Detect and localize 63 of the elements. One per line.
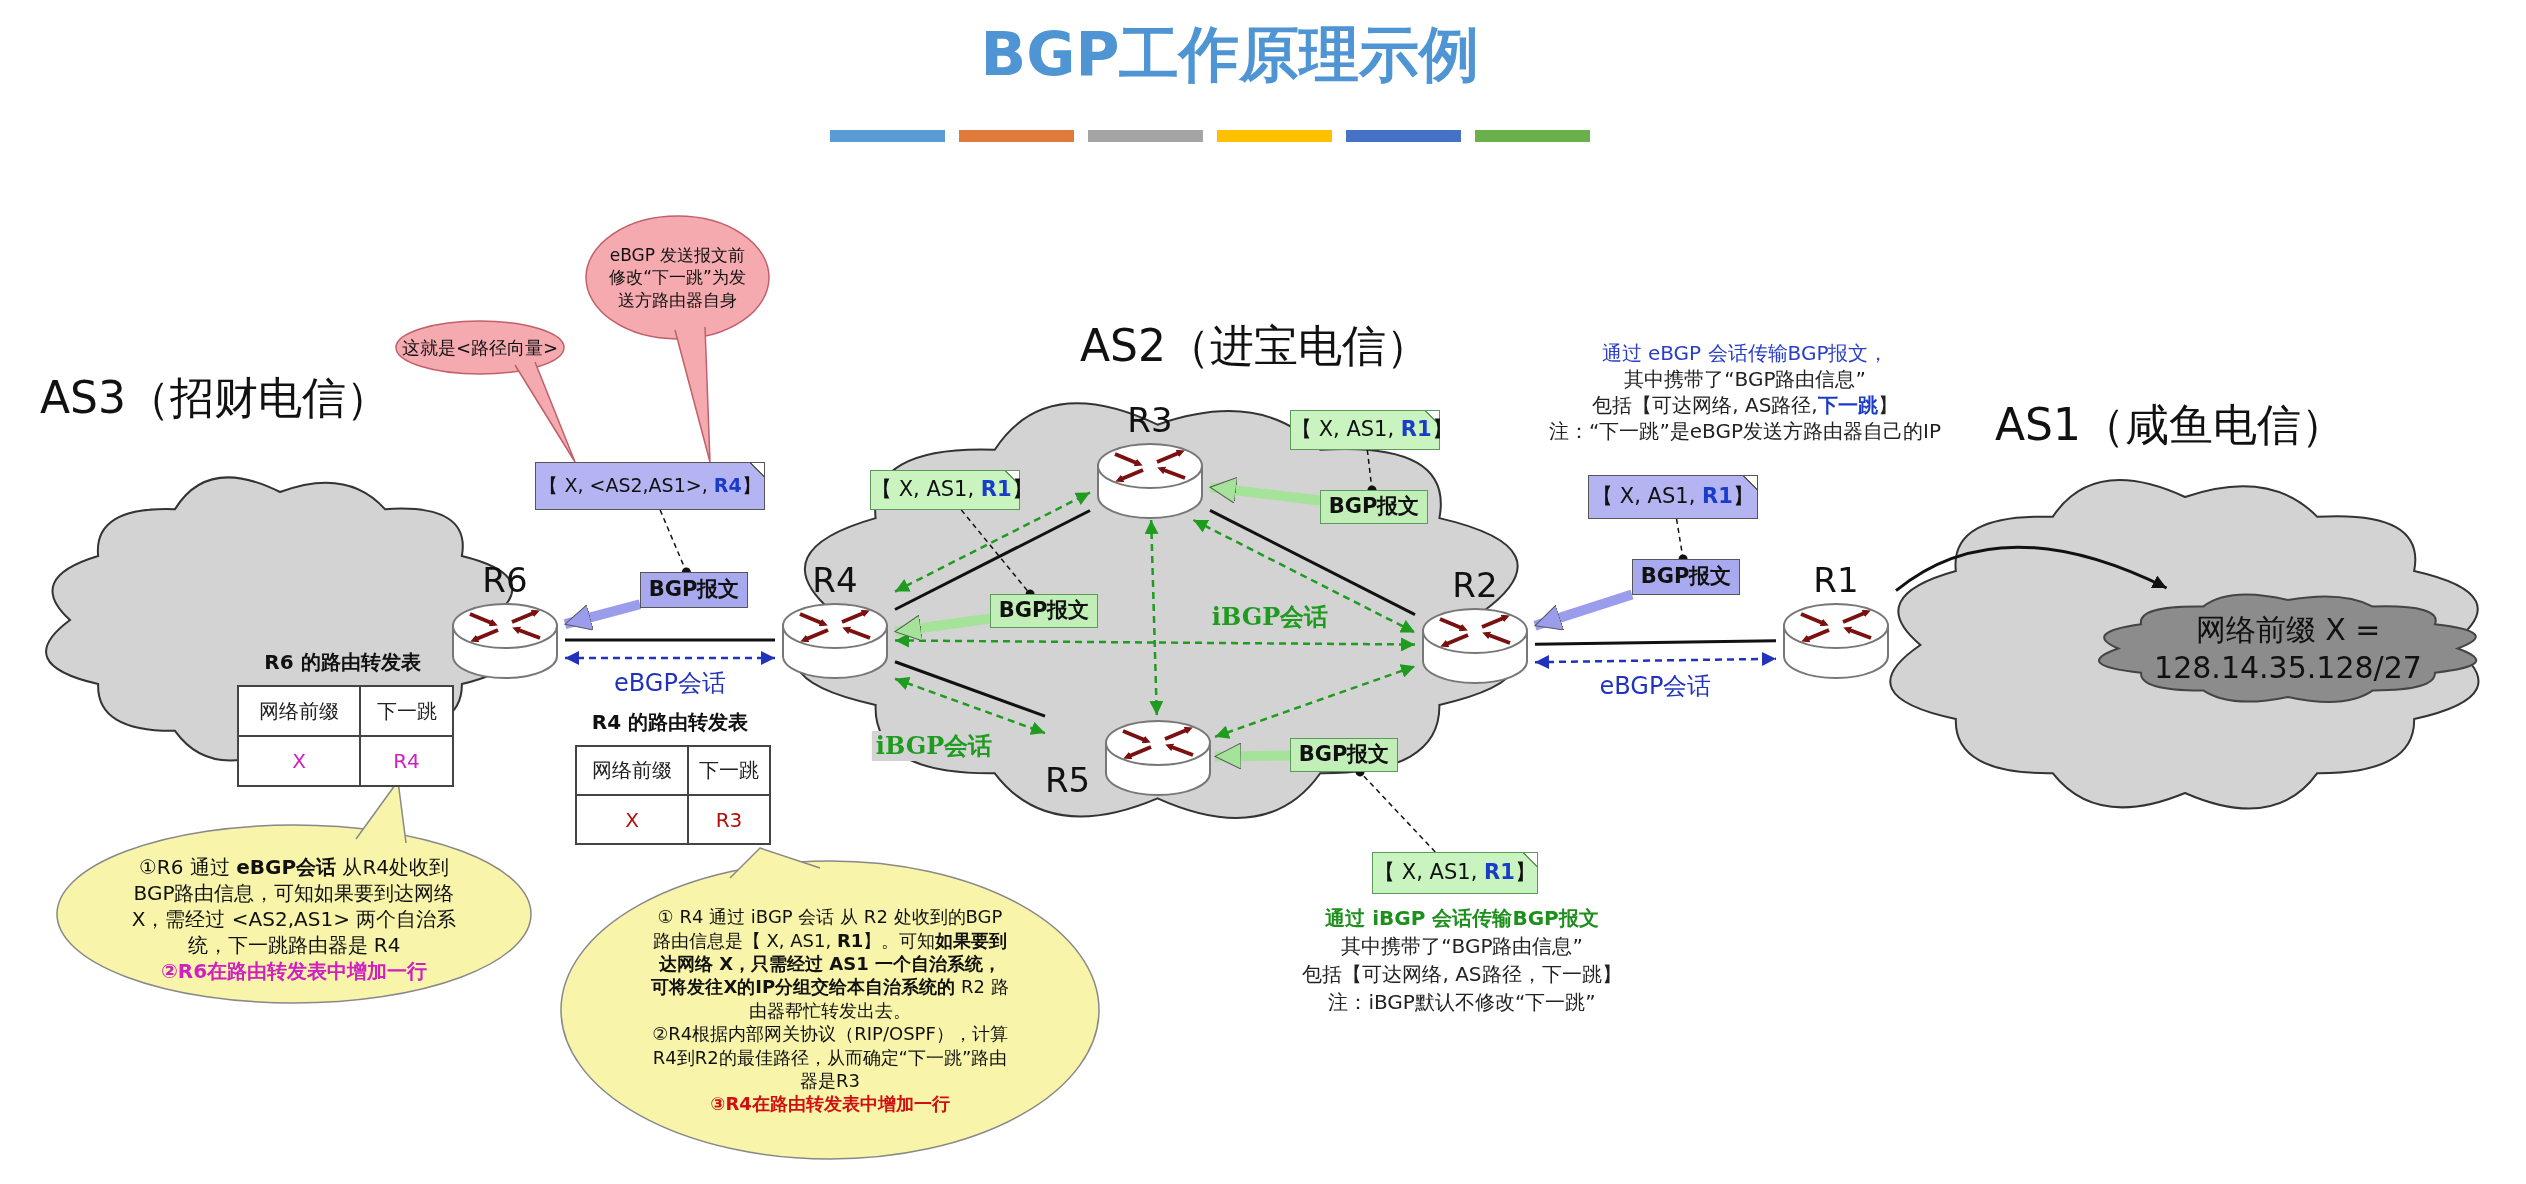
annotation-text: 注：iBGP默认不修改“下一跳” — [1328, 989, 1596, 1015]
route-entry-note: 【 X, AS1, R1】 — [1372, 852, 1538, 894]
callout-text: ②R6在路由转发表中增加一行 — [160, 958, 428, 984]
link-line — [894, 660, 1046, 718]
annotation-text: 注：“下一跳”是eBGP发送方路由器自己的IP — [1549, 418, 1941, 444]
router-label: R4 — [812, 560, 858, 600]
block-arrow — [1214, 742, 1291, 770]
callout-text: eBGP 发送报文前修改“下一跳”为发送方路由器自身 — [608, 244, 747, 311]
annotation-text: 通过 iBGP 会话传输BGP报文 — [1325, 905, 1599, 931]
table-cell: X — [576, 795, 688, 844]
callout-text: ③R4在路由转发表中增加一行 — [710, 1092, 950, 1116]
annotation-text: 包括【可达网络, AS路径,下一跳】 — [1592, 392, 1898, 418]
double-arrow — [895, 633, 1415, 652]
callout-text: 这就是<路径向量> — [401, 335, 559, 360]
message-box: BGP报文 — [1320, 490, 1428, 524]
route-entry-note: 【 X, AS1, R1】 — [1290, 410, 1440, 450]
double-arrow — [1535, 652, 1776, 669]
message-box: BGP报文 — [1632, 559, 1740, 595]
callout-text: ① R4 通过 iBGP 会话 从 R2 处收到的BGP路由信息是【 X, AS1, R1】。可知如果要到达网络 X，只需经过 AS1 一个自治系统，可将发往X的IP分组交给本自治系统的 R2 路由器帮忙转发出去。 — [650, 905, 1010, 1023]
table-cell: R4 — [360, 736, 453, 786]
cloud-label: 网络前缀 X = 128.14.35.128/27 — [2153, 610, 2423, 687]
table-header: 下一跳 — [360, 686, 453, 736]
router-label: R1 — [1813, 560, 1859, 600]
table-header: 网络前缀 — [238, 686, 360, 736]
cloud-title: AS1（咸鱼电信） — [1995, 400, 2346, 450]
route-entry-note: 【 X, <AS2,AS1>, R4】 — [535, 462, 765, 510]
block-arrow — [1533, 589, 1634, 631]
double-arrow — [1144, 519, 1164, 716]
message-box: BGP报文 — [640, 572, 748, 608]
table-header: 网络前缀 — [576, 746, 688, 795]
table-title: R4 的路由转发表 — [591, 709, 749, 736]
double-arrow — [894, 491, 1091, 593]
annotation-text: 通过 eBGP 会话传输BGP报文， — [1601, 340, 1889, 366]
block-arrow — [894, 613, 991, 642]
double-arrow — [565, 651, 775, 665]
double-arrow — [1214, 664, 1416, 739]
double-arrow — [1192, 518, 1416, 634]
annotation-text: 包括【可达网络, AS路径，下一跳】 — [1302, 961, 1622, 987]
route-entry-note: 【 X, AS1, R1】 — [870, 470, 1020, 510]
route-entry-note: 【 X, AS1, R1】 — [1588, 475, 1758, 519]
link-line — [1209, 509, 1416, 616]
arrow — [1895, 545, 2168, 592]
table-cell: R3 — [688, 795, 770, 844]
annotation-text: 其中携带了“BGP路由信息” — [1624, 366, 1866, 392]
cloud-title: AS3（招财电信） — [40, 371, 391, 425]
link-line — [894, 509, 1091, 611]
table-cell: X — [238, 736, 360, 786]
diagram-title: BGP工作原理示例 — [980, 18, 1480, 91]
callout-text: ①R6 通过 eBGP会话 从R4处收到BGP路由信息，可知如果要到达网络 X，需经过 <AS2,AS1> 两个自治系统，下一跳路由器是 R4 — [130, 854, 458, 958]
block-arrow — [1209, 476, 1321, 506]
message-box: BGP报文 — [990, 594, 1098, 628]
cloud-title: AS2（进宝电信） — [1080, 319, 1431, 373]
block-arrow — [563, 599, 642, 631]
callout-text: ②R4根据内部网关协议（RIP/OSPF），计算 R4到R2的最佳路径，从而确定“下一跳”路由器是R3 — [651, 1022, 1009, 1093]
router-label: R2 — [1452, 565, 1498, 605]
annotation-text: 其中携带了“BGP路由信息” — [1341, 933, 1583, 959]
link-line — [565, 638, 775, 642]
router-label: R5 — [1045, 760, 1091, 800]
double-arrow — [894, 676, 1046, 735]
link-line — [1534, 639, 1777, 646]
message-box: BGP报文 — [1290, 738, 1398, 772]
table-title: R6 的路由转发表 — [264, 649, 421, 676]
table-header: 下一跳 — [688, 746, 770, 795]
